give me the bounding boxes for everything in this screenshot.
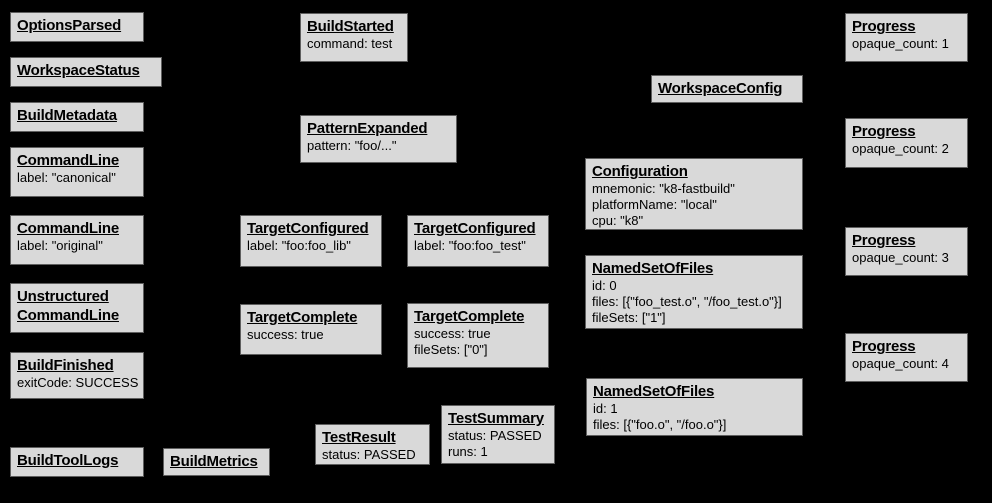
node-title: TargetComplete <box>247 309 358 326</box>
node-target-complete-foo-lib: TargetComplete success: true <box>240 304 382 355</box>
node-field: success: true <box>414 326 491 341</box>
node-test-result: TestResult status: PASSED <box>315 424 430 465</box>
node-field: label: "original" <box>17 238 103 253</box>
node-title: PatternExpanded <box>307 120 428 137</box>
node-field: success: true <box>247 327 324 342</box>
node-title: BuildToolLogs <box>17 452 119 469</box>
node-title: NamedSetOfFiles <box>592 260 714 277</box>
node-target-configured-foo-test: TargetConfigured label: "foo:foo_test" <box>407 215 549 267</box>
node-title: Unstructured <box>17 288 109 305</box>
node-build-started: BuildStarted command: test <box>300 13 408 62</box>
node-title-line2: CommandLine <box>17 307 119 324</box>
node-title: BuildStarted <box>307 18 394 35</box>
node-progress-2: Progress opaque_count: 2 <box>845 118 968 168</box>
node-progress-4: Progress opaque_count: 4 <box>845 333 968 382</box>
node-named-set-of-files-1: NamedSetOfFiles id: 1 files: [{"foo.o", … <box>586 378 803 436</box>
node-target-complete-foo-test: TargetComplete success: true fileSets: [… <box>407 303 549 368</box>
node-field: status: PASSED <box>448 428 542 443</box>
node-target-configured-foo-lib: TargetConfigured label: "foo:foo_lib" <box>240 215 382 267</box>
node-title: Progress <box>852 123 916 140</box>
node-field: status: PASSED <box>322 447 416 462</box>
node-progress-3: Progress opaque_count: 3 <box>845 227 968 276</box>
node-build-metadata: BuildMetadata <box>10 102 144 132</box>
node-build-metrics: BuildMetrics <box>163 448 270 476</box>
node-command-line-original: CommandLine label: "original" <box>10 215 144 265</box>
node-title: TargetComplete <box>414 308 525 325</box>
node-field: opaque_count: 1 <box>852 36 949 51</box>
node-progress-1: Progress opaque_count: 1 <box>845 13 968 62</box>
node-title: WorkspaceConfig <box>658 80 783 97</box>
node-build-finished: BuildFinished exitCode: SUCCESS <box>10 352 144 399</box>
node-field: fileSets: ["1"] <box>592 310 666 325</box>
node-command-line-canonical: CommandLine label: "canonical" <box>10 147 144 197</box>
node-options-parsed: OptionsParsed <box>10 12 144 42</box>
node-title: CommandLine <box>17 220 119 237</box>
node-field: opaque_count: 3 <box>852 250 949 265</box>
node-title: TestResult <box>322 429 396 446</box>
node-field: cpu: "k8" <box>592 213 644 228</box>
node-title: BuildMetrics <box>170 453 258 470</box>
node-title: BuildFinished <box>17 357 114 374</box>
node-field: id: 0 <box>592 278 617 293</box>
node-field: opaque_count: 2 <box>852 141 949 156</box>
node-field: command: test <box>307 36 393 51</box>
node-test-summary: TestSummary status: PASSED runs: 1 <box>441 405 555 464</box>
node-title: CommandLine <box>17 152 119 169</box>
node-field: opaque_count: 4 <box>852 356 949 371</box>
node-field: files: [{"foo.o", "/foo.o"}] <box>593 417 727 432</box>
node-title: BuildMetadata <box>17 107 117 124</box>
node-field: platformName: "local" <box>592 197 717 212</box>
node-title: Progress <box>852 232 916 249</box>
node-workspace-config: WorkspaceConfig <box>651 75 803 103</box>
node-field: label: "foo:foo_lib" <box>247 238 351 253</box>
node-title: Configuration <box>592 163 688 180</box>
node-field: files: [{"foo_test.o", "/foo_test.o"}] <box>592 294 782 309</box>
node-build-tool-logs: BuildToolLogs <box>10 447 144 477</box>
node-field: label: "canonical" <box>17 170 116 185</box>
node-configuration: Configuration mnemonic: "k8-fastbuild" p… <box>585 158 803 230</box>
node-title: Progress <box>852 18 916 35</box>
node-field: exitCode: SUCCESS <box>17 375 139 390</box>
node-title: TargetConfigured <box>247 220 369 237</box>
node-title: WorkspaceStatus <box>17 62 140 79</box>
node-field: label: "foo:foo_test" <box>414 238 526 253</box>
node-field: mnemonic: "k8-fastbuild" <box>592 181 735 196</box>
node-field: id: 1 <box>593 401 618 416</box>
node-pattern-expanded: PatternExpanded pattern: "foo/..." <box>300 115 457 163</box>
node-workspace-status: WorkspaceStatus <box>10 57 162 87</box>
node-title: OptionsParsed <box>17 17 122 34</box>
node-field: fileSets: ["0"] <box>414 342 488 357</box>
node-field: runs: 1 <box>448 444 488 459</box>
node-field: pattern: "foo/..." <box>307 138 397 153</box>
node-named-set-of-files-0: NamedSetOfFiles id: 0 files: [{"foo_test… <box>585 255 803 329</box>
node-title: TestSummary <box>448 410 544 427</box>
node-title: NamedSetOfFiles <box>593 383 715 400</box>
node-unstructured-command-line: Unstructured CommandLine <box>10 283 144 333</box>
node-title: Progress <box>852 338 916 355</box>
node-title: TargetConfigured <box>414 220 536 237</box>
